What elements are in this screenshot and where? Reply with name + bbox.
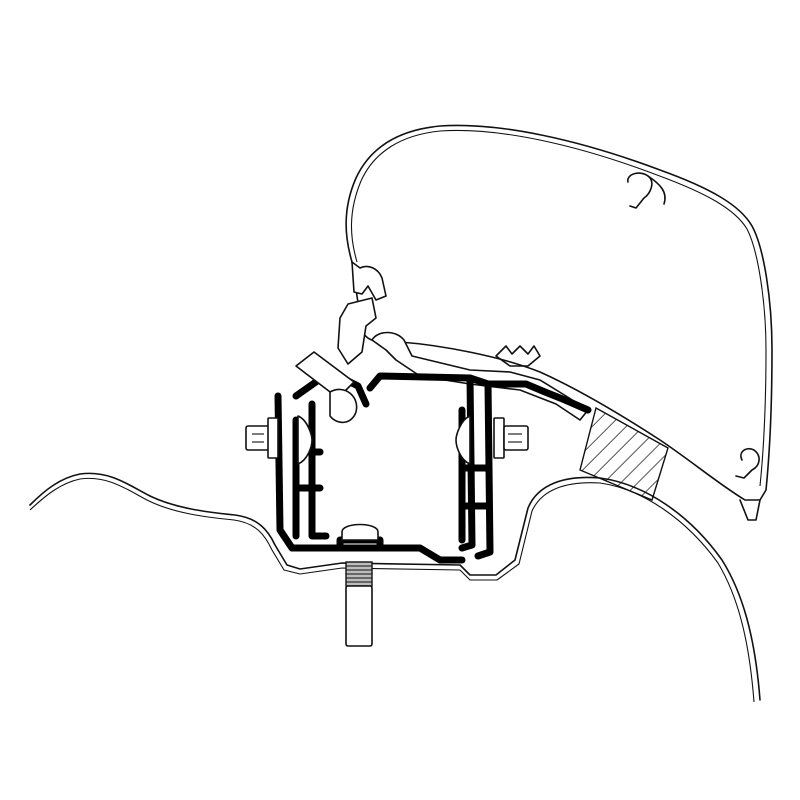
roof-bolt xyxy=(341,523,379,647)
right-bolt xyxy=(455,415,529,465)
angled-bolt xyxy=(295,351,358,424)
awning-housing xyxy=(345,124,773,521)
profile-clip xyxy=(495,345,541,367)
vehicle-roof-contour xyxy=(29,472,761,703)
adapter-profile xyxy=(274,368,592,564)
left-bolt xyxy=(245,415,313,465)
spacer-block xyxy=(579,406,669,501)
